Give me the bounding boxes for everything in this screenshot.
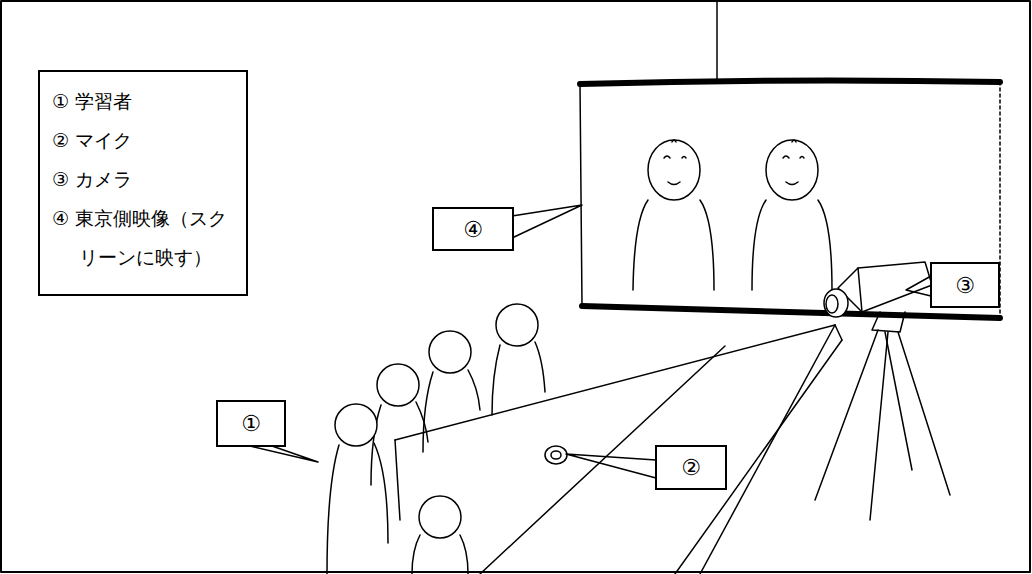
legend-entry: ① 学習者 xyxy=(52,82,240,121)
legend-entry: ② マイク xyxy=(52,121,240,160)
leader-lines xyxy=(250,205,931,478)
legend-key: ① 学習者② マイク③ カメラ④ 東京側映像（スクリーンに映す） xyxy=(38,70,248,296)
callout-label: ③ xyxy=(955,273,975,298)
hanging-wire xyxy=(716,0,718,80)
learners xyxy=(327,304,545,574)
screen xyxy=(580,80,1000,318)
callout-label: ④ xyxy=(463,217,483,242)
microphone xyxy=(545,446,567,464)
callout-number: ① xyxy=(216,400,286,447)
table xyxy=(395,325,842,574)
legend-entry: ③ カメラ xyxy=(52,160,240,199)
callout-label: ① xyxy=(241,411,261,436)
callout-number: ④ xyxy=(432,207,514,251)
callout-number: ③ xyxy=(930,262,1000,308)
legend-entry: ④ 東京側映像（スクリーンに映す） xyxy=(52,199,240,277)
callout-label: ② xyxy=(681,455,701,480)
callout-number: ② xyxy=(655,445,727,490)
